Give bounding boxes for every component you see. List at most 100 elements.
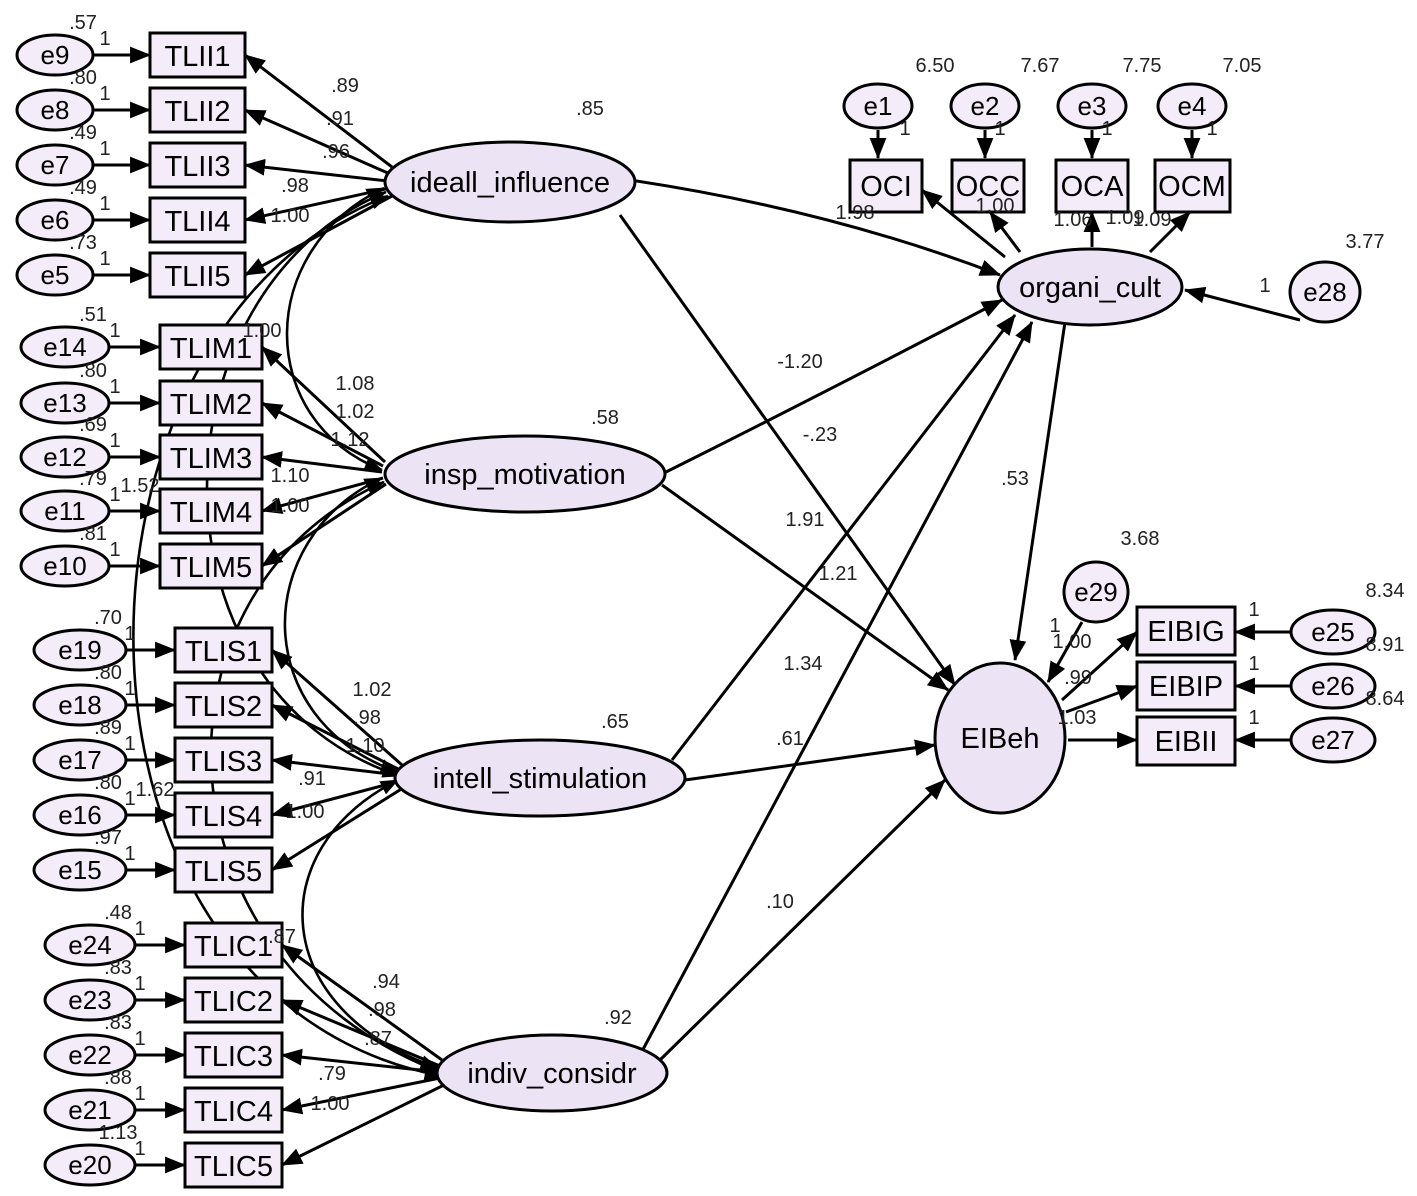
variance-label: .80 [79, 360, 107, 382]
loading-label: .94 [372, 971, 400, 993]
loading-label: 1.09 [1106, 207, 1145, 229]
indicator-eibip: EIBIP [1135, 660, 1237, 712]
error-label: e12 [43, 442, 86, 472]
loading-label: .98 [353, 707, 381, 729]
variance-label: .51 [79, 304, 107, 326]
indicator-tlim5: TLIM5 [158, 542, 264, 590]
indicator-label: TLII5 [164, 261, 230, 293]
loading-label: .91 [326, 108, 354, 130]
weight-label: 1 [134, 1028, 145, 1050]
svg-text:e29: e29 [1074, 577, 1117, 607]
error-label: e18 [58, 690, 101, 720]
error-e9: e9 [15, 33, 95, 77]
indicator-label: TLIC1 [194, 931, 273, 963]
weight-label: 1 [1248, 599, 1259, 621]
extra-label: 1.52 [121, 475, 160, 497]
loading-label: .99 [1064, 667, 1092, 689]
error-label: e10 [43, 551, 86, 581]
error-e28: e28 [1288, 260, 1362, 324]
indicator-occ: OCC [950, 158, 1026, 214]
path-label: 1.21 [819, 563, 858, 585]
error-label: e16 [58, 800, 101, 830]
svg-text:e3: e3 [1078, 91, 1107, 121]
latent-insp-motivation: insp_motivation [383, 434, 667, 514]
svg-text:e2: e2 [971, 91, 1000, 121]
indicator-tlic4: TLIC4 [183, 1086, 284, 1134]
svg-text:e28: e28 [1303, 277, 1346, 307]
svg-text:e4: e4 [1178, 91, 1207, 121]
weight-label: 1 [109, 376, 120, 398]
error-label: e15 [58, 855, 101, 885]
indicator-tlim3: TLIM3 [158, 433, 264, 481]
weight-label: 1 [1248, 653, 1259, 675]
indicator-tlic5: TLIC5 [183, 1141, 284, 1189]
path-label: 1.91 [786, 509, 825, 531]
indicator-tlii3: TLII3 [148, 141, 247, 189]
latent-label: organi_cult [1019, 272, 1161, 304]
variance-label: .70 [94, 607, 122, 629]
variance-label: .92 [604, 1007, 632, 1029]
svg-text:OCC: OCC [956, 171, 1020, 203]
variance-label: 8.34 [1366, 580, 1405, 602]
ei-arrows [1060, 623, 1292, 749]
loading-label: .96 [322, 141, 350, 163]
indicator-eibii: EIBII [1135, 715, 1237, 767]
error-e14: e14 [19, 325, 111, 369]
error-e16: e16 [32, 793, 128, 837]
error-e6: e6 [15, 198, 95, 242]
loading-label: 1.00 [271, 205, 310, 227]
error-label: e21 [68, 1095, 111, 1125]
error-label: e19 [58, 635, 101, 665]
variance-label: .88 [104, 1067, 132, 1089]
error-e10: e10 [19, 544, 111, 588]
indicator-tlim4: TLIM4 [158, 487, 264, 535]
error-label: e13 [43, 388, 86, 418]
error-label: e22 [68, 1040, 111, 1070]
indicator-oci: OCI [848, 158, 924, 214]
indicator-tlis2: TLIS2 [173, 681, 274, 729]
indicator-label: TLII2 [164, 96, 230, 128]
error-label: e8 [41, 95, 70, 125]
loading-label: .98 [281, 175, 309, 197]
structural-paths [618, 178, 1301, 1062]
variance-label: .80 [69, 67, 97, 89]
edges [93, 46, 1301, 1174]
weight-label: 1 [99, 138, 110, 160]
indicator-label: TLIC5 [194, 1151, 273, 1183]
loading-label: .98 [368, 999, 396, 1021]
indicator-tlii1: TLII1 [148, 31, 247, 79]
error-label: e17 [58, 745, 101, 775]
error-label: e23 [68, 985, 111, 1015]
variance-label: .83 [104, 1012, 132, 1034]
indicator-label: TLII1 [164, 41, 230, 73]
variance-label: .49 [69, 177, 97, 199]
oc-arrows [869, 130, 1201, 259]
weight-label: 1 [109, 484, 120, 506]
latent-label: indiv_considr [467, 1058, 637, 1090]
svg-text:e25: e25 [1311, 617, 1354, 647]
indicator-ocm: OCM [1153, 158, 1232, 214]
weight-label: 1 [109, 320, 120, 342]
latent-label: insp_motivation [424, 459, 626, 491]
loading-label: 1.06 [1054, 209, 1093, 231]
error-e26: e26 [1289, 662, 1377, 710]
variance-label: .48 [104, 902, 132, 924]
variance-label: .65 [601, 711, 629, 733]
loading-label: .91 [298, 768, 326, 790]
indicator-tlis5: TLIS5 [173, 846, 274, 894]
error-e15: e15 [32, 848, 128, 892]
loading-label: 1.02 [336, 401, 375, 423]
variance-label: .69 [79, 414, 107, 436]
loading-label: .79 [318, 1063, 346, 1085]
oc-indicators: OCI OCC OCA OCM e1 e2 e3 e4 [842, 82, 1232, 214]
weight-label: 1 [99, 193, 110, 215]
path-label: .53 [1001, 468, 1029, 490]
path-label: -1.20 [777, 351, 823, 373]
weight-label: 1 [99, 248, 110, 270]
indicator-tlii4: TLII4 [148, 196, 247, 244]
svg-text:EIBIP: EIBIP [1149, 671, 1223, 703]
weight-label: 1 [1049, 615, 1060, 637]
latent-ideall-influence: ideall_influence [383, 140, 637, 224]
weight-label: 1 [1101, 118, 1112, 140]
